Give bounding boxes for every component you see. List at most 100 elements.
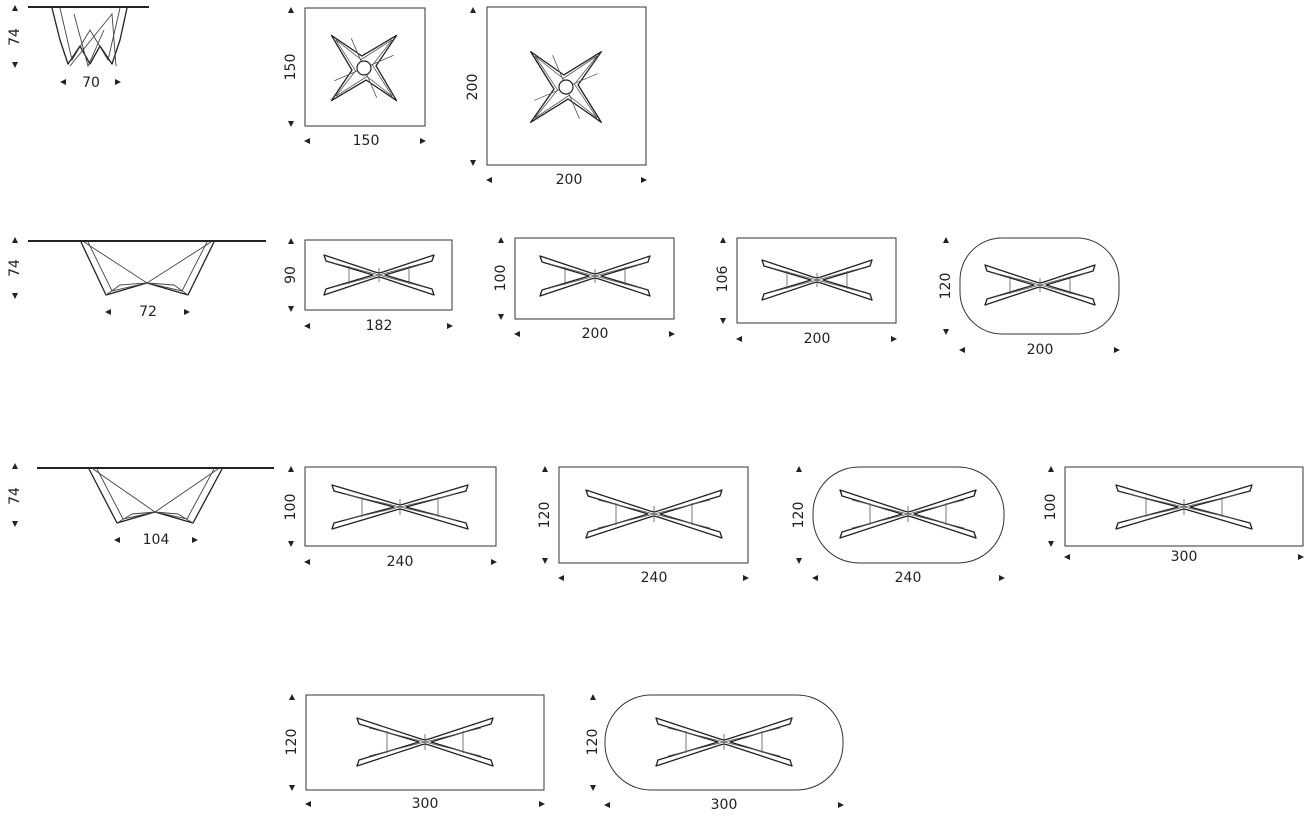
depth-dimension: 106 — [715, 237, 731, 324]
plan-view-200x100: 100 200 — [493, 237, 675, 342]
arrow-right-icon — [115, 79, 121, 85]
depth-label: 200 — [465, 74, 481, 101]
width-label: 200 — [582, 326, 609, 342]
arrow-down-icon — [470, 160, 476, 166]
depth-label: 104 — [143, 532, 170, 548]
tabletop-outline — [959, 237, 1120, 335]
arrow-left-icon — [114, 537, 120, 543]
arrow-up-icon — [943, 237, 949, 243]
arrow-down-icon — [12, 293, 18, 299]
arrow-right-icon — [192, 537, 198, 543]
depth-dimension: 120 — [791, 466, 807, 564]
arrow-up-icon — [498, 237, 504, 243]
width-label: 200 — [556, 172, 583, 188]
depth-label: 120 — [537, 502, 553, 529]
width-label: 240 — [641, 570, 668, 586]
depth-label: 106 — [715, 266, 731, 293]
depth-label: 72 — [139, 304, 157, 320]
arrow-down-icon — [12, 521, 18, 527]
arrow-up-icon — [12, 5, 18, 11]
star-base — [330, 34, 398, 102]
width-dimension: 150 — [304, 133, 426, 149]
arrow-left-icon — [1064, 554, 1070, 560]
arrow-right-icon — [184, 309, 190, 315]
plan-view-300x120-rounded: 120 300 — [585, 694, 844, 813]
arrow-right-icon — [999, 575, 1005, 581]
width-dimension: 300 — [1064, 549, 1304, 565]
arrow-up-icon — [590, 694, 596, 700]
depth-dimension: 70 — [60, 75, 121, 91]
width-dimension: 240 — [304, 554, 497, 570]
tabletop-outline — [558, 466, 749, 564]
plan-view-300x120: 120 300 — [284, 694, 545, 812]
arrow-left-icon — [486, 177, 492, 183]
trestle-legs — [51, 7, 128, 68]
arrow-down-icon — [12, 62, 18, 68]
depth-dimension: 100 — [1043, 466, 1059, 547]
depth-dimension: 104 — [114, 532, 198, 548]
arrow-right-icon — [641, 177, 647, 183]
arrow-left-icon — [105, 309, 111, 315]
arrow-down-icon — [943, 329, 949, 335]
arrow-left-icon — [514, 331, 520, 337]
depth-label: 90 — [283, 266, 299, 284]
arrow-up-icon — [720, 237, 726, 243]
arrow-up-icon — [12, 463, 18, 469]
plan-view-150x150: 150 150 — [283, 7, 426, 149]
x-base — [761, 259, 873, 301]
depth-dimension: 150 — [283, 7, 299, 127]
arrow-up-icon — [12, 237, 18, 243]
width-label: 200 — [1027, 342, 1054, 358]
arrow-down-icon — [542, 558, 548, 564]
depth-dimension: 200 — [465, 7, 481, 166]
height-label: 74 — [7, 28, 23, 46]
x-base — [839, 489, 977, 539]
arrow-right-icon — [891, 336, 897, 342]
plan-view-182x90: 90 182 — [283, 238, 453, 334]
width-label: 200 — [804, 331, 831, 347]
depth-label: 100 — [283, 494, 299, 521]
plan-view-200x120-rounded: 120 200 — [938, 237, 1120, 358]
tabletop-outline — [736, 237, 897, 324]
tabletop-outline — [486, 6, 647, 166]
width-dimension: 200 — [514, 326, 675, 342]
depth-dimension: 90 — [283, 238, 299, 312]
star-base — [529, 50, 603, 124]
arrow-right-icon — [539, 801, 545, 807]
depth-dimension: 72 — [105, 304, 190, 320]
tabletop-outline — [812, 466, 1005, 564]
depth-label: 120 — [284, 729, 300, 756]
height-dimension: 74 — [7, 463, 23, 527]
depth-dimension: 120 — [585, 694, 601, 791]
height-label: 74 — [7, 487, 23, 505]
width-label: 300 — [711, 797, 738, 813]
depth-label: 100 — [493, 265, 509, 292]
x-base — [585, 489, 723, 539]
width-dimension: 200 — [959, 342, 1120, 358]
arrow-left-icon — [959, 347, 965, 353]
arrow-left-icon — [736, 336, 742, 342]
height-dimension: 74 — [7, 5, 23, 68]
arrow-right-icon — [1298, 554, 1304, 560]
arrow-left-icon — [558, 575, 564, 581]
arrow-down-icon — [288, 306, 294, 312]
depth-dimension: 120 — [284, 694, 300, 791]
elevation-view-row-3: 74 104 — [7, 463, 274, 548]
arrow-down-icon — [720, 318, 726, 324]
depth-label: 120 — [791, 502, 807, 529]
arrow-down-icon — [590, 785, 596, 791]
width-label: 150 — [353, 133, 380, 149]
x-base — [331, 484, 469, 530]
arrow-down-icon — [498, 314, 504, 320]
x-base — [1115, 484, 1253, 530]
arrow-down-icon — [1048, 541, 1054, 547]
x-base — [323, 254, 435, 296]
width-dimension: 300 — [305, 796, 545, 812]
arrow-right-icon — [838, 802, 844, 808]
depth-dimension: 120 — [938, 237, 954, 335]
height-label: 74 — [7, 259, 23, 277]
arrow-left-icon — [304, 559, 310, 565]
depth-label: 100 — [1043, 494, 1059, 521]
depth-label: 120 — [585, 729, 601, 756]
arrow-up-icon — [542, 466, 548, 472]
